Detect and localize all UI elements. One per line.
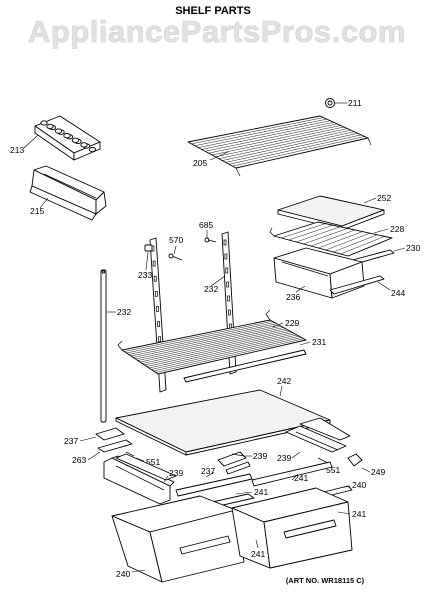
label-263: 263 <box>72 455 86 465</box>
part-236-pan <box>273 247 365 299</box>
label-241-c: 241 <box>352 509 366 519</box>
part-244-trim <box>329 275 391 295</box>
label-228: 228 <box>390 224 404 234</box>
label-231: 231 <box>312 337 326 347</box>
label-252: 252 <box>377 193 391 203</box>
part-231-trim <box>183 341 311 383</box>
label-241-b: 241 <box>294 473 308 483</box>
part-228-wire-frame <box>269 221 393 257</box>
part-240-left-drawer <box>111 495 245 583</box>
watermark: AppliancePartsPros.com <box>28 14 406 49</box>
label-237-b: 237 <box>201 466 215 476</box>
label-215: 215 <box>30 206 44 216</box>
part-242-glass-shelf <box>115 385 331 456</box>
label-232-a: 232 <box>117 307 131 317</box>
part-239-right-slide <box>285 417 351 459</box>
part-237-left-slide <box>79 427 125 442</box>
part-240-right-drawer <box>231 487 353 569</box>
label-236: 236 <box>286 292 300 302</box>
label-229: 229 <box>285 318 299 328</box>
label-570: 570 <box>169 235 183 245</box>
label-239-c: 239 <box>277 453 291 463</box>
part-229-wire-shelf <box>117 309 307 375</box>
label-239-a: 239 <box>169 468 183 478</box>
part-241-left-trim <box>175 473 253 497</box>
label-551-a: 551 <box>146 457 160 467</box>
label-249: 249 <box>371 467 385 477</box>
part-241-center-trim <box>251 461 333 487</box>
part-232-left-rail <box>100 269 116 423</box>
part-239-center-clip <box>231 453 252 457</box>
label-241-a: 241 <box>254 487 268 497</box>
art-number: (ART NO. WR18115 C) <box>286 576 365 585</box>
diagram-title: SHELF PARTS <box>175 5 251 17</box>
label-211: 211 <box>348 98 362 108</box>
label-240-a: 240 <box>352 480 366 490</box>
label-237-a: 237 <box>64 436 78 446</box>
part-249-stop <box>347 453 371 473</box>
part-205-wire-shelf <box>187 115 372 177</box>
part-263-slide <box>87 439 133 461</box>
part-215-bin <box>29 165 107 221</box>
label-239-b: 239 <box>253 451 267 461</box>
part-233-clip <box>144 244 153 271</box>
part-213-egg-tray <box>23 115 101 161</box>
part-239-left-slide <box>103 453 177 505</box>
part-570-screw <box>168 245 183 261</box>
label-241-d: 241 <box>251 549 265 559</box>
label-244: 244 <box>391 288 405 298</box>
label-213: 213 <box>10 145 24 155</box>
leader-241-d <box>255 539 259 549</box>
label-233: 233 <box>138 270 152 280</box>
label-240-b: 240 <box>116 569 130 579</box>
label-232-b: 232 <box>204 284 218 294</box>
label-685: 685 <box>199 220 213 230</box>
part-211-bumper <box>325 98 347 108</box>
label-242: 242 <box>277 376 291 386</box>
leader-241-c <box>337 511 351 515</box>
label-551-b: 551 <box>326 465 340 475</box>
part-685-screw <box>204 230 217 243</box>
label-230: 230 <box>406 243 420 253</box>
label-205: 205 <box>193 158 207 168</box>
